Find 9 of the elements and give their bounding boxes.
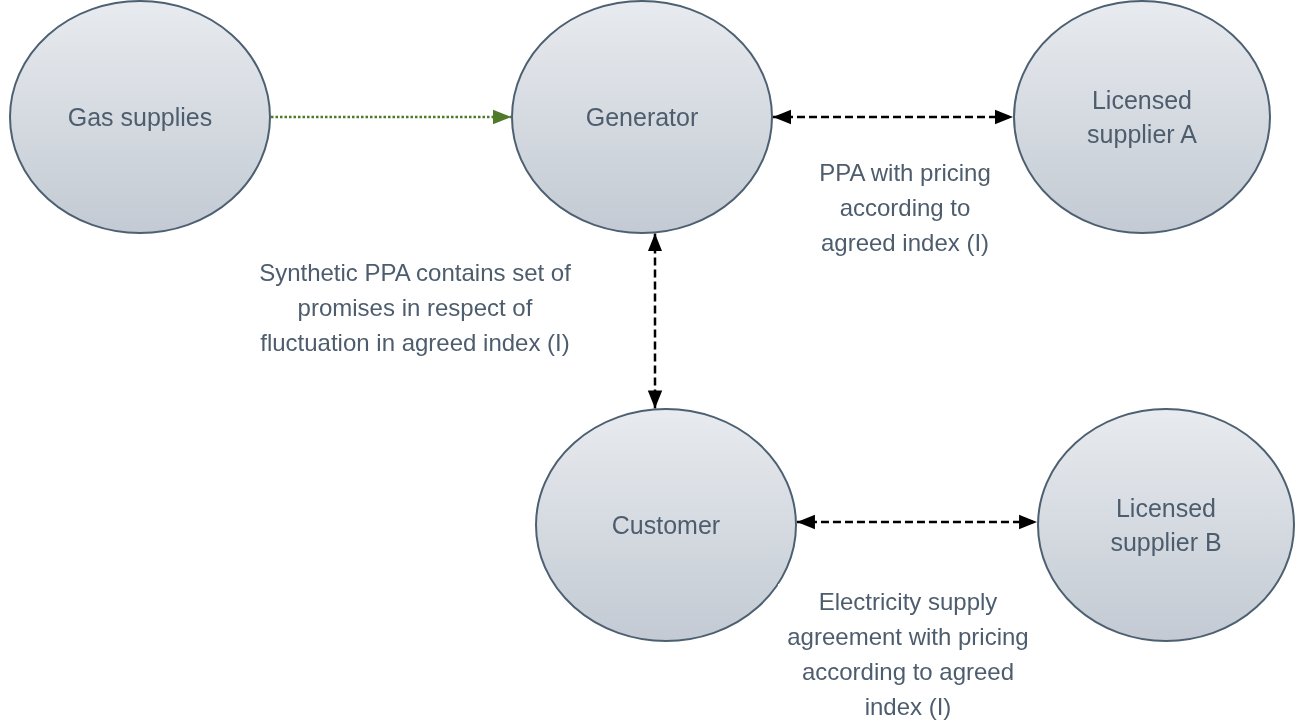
connector-arrow — [773, 109, 1013, 125]
connector-arrow — [647, 233, 663, 409]
connector-arrow — [271, 109, 511, 125]
entity-label: Gas supplies — [67, 102, 213, 133]
entity-label: Customer — [611, 510, 721, 541]
entity-label: Licensed supplier A — [1086, 85, 1198, 150]
entity-label: Licensed supplier B — [1109, 493, 1223, 558]
connector-arrow — [796, 514, 1038, 530]
entity-label: Generator — [585, 102, 699, 133]
